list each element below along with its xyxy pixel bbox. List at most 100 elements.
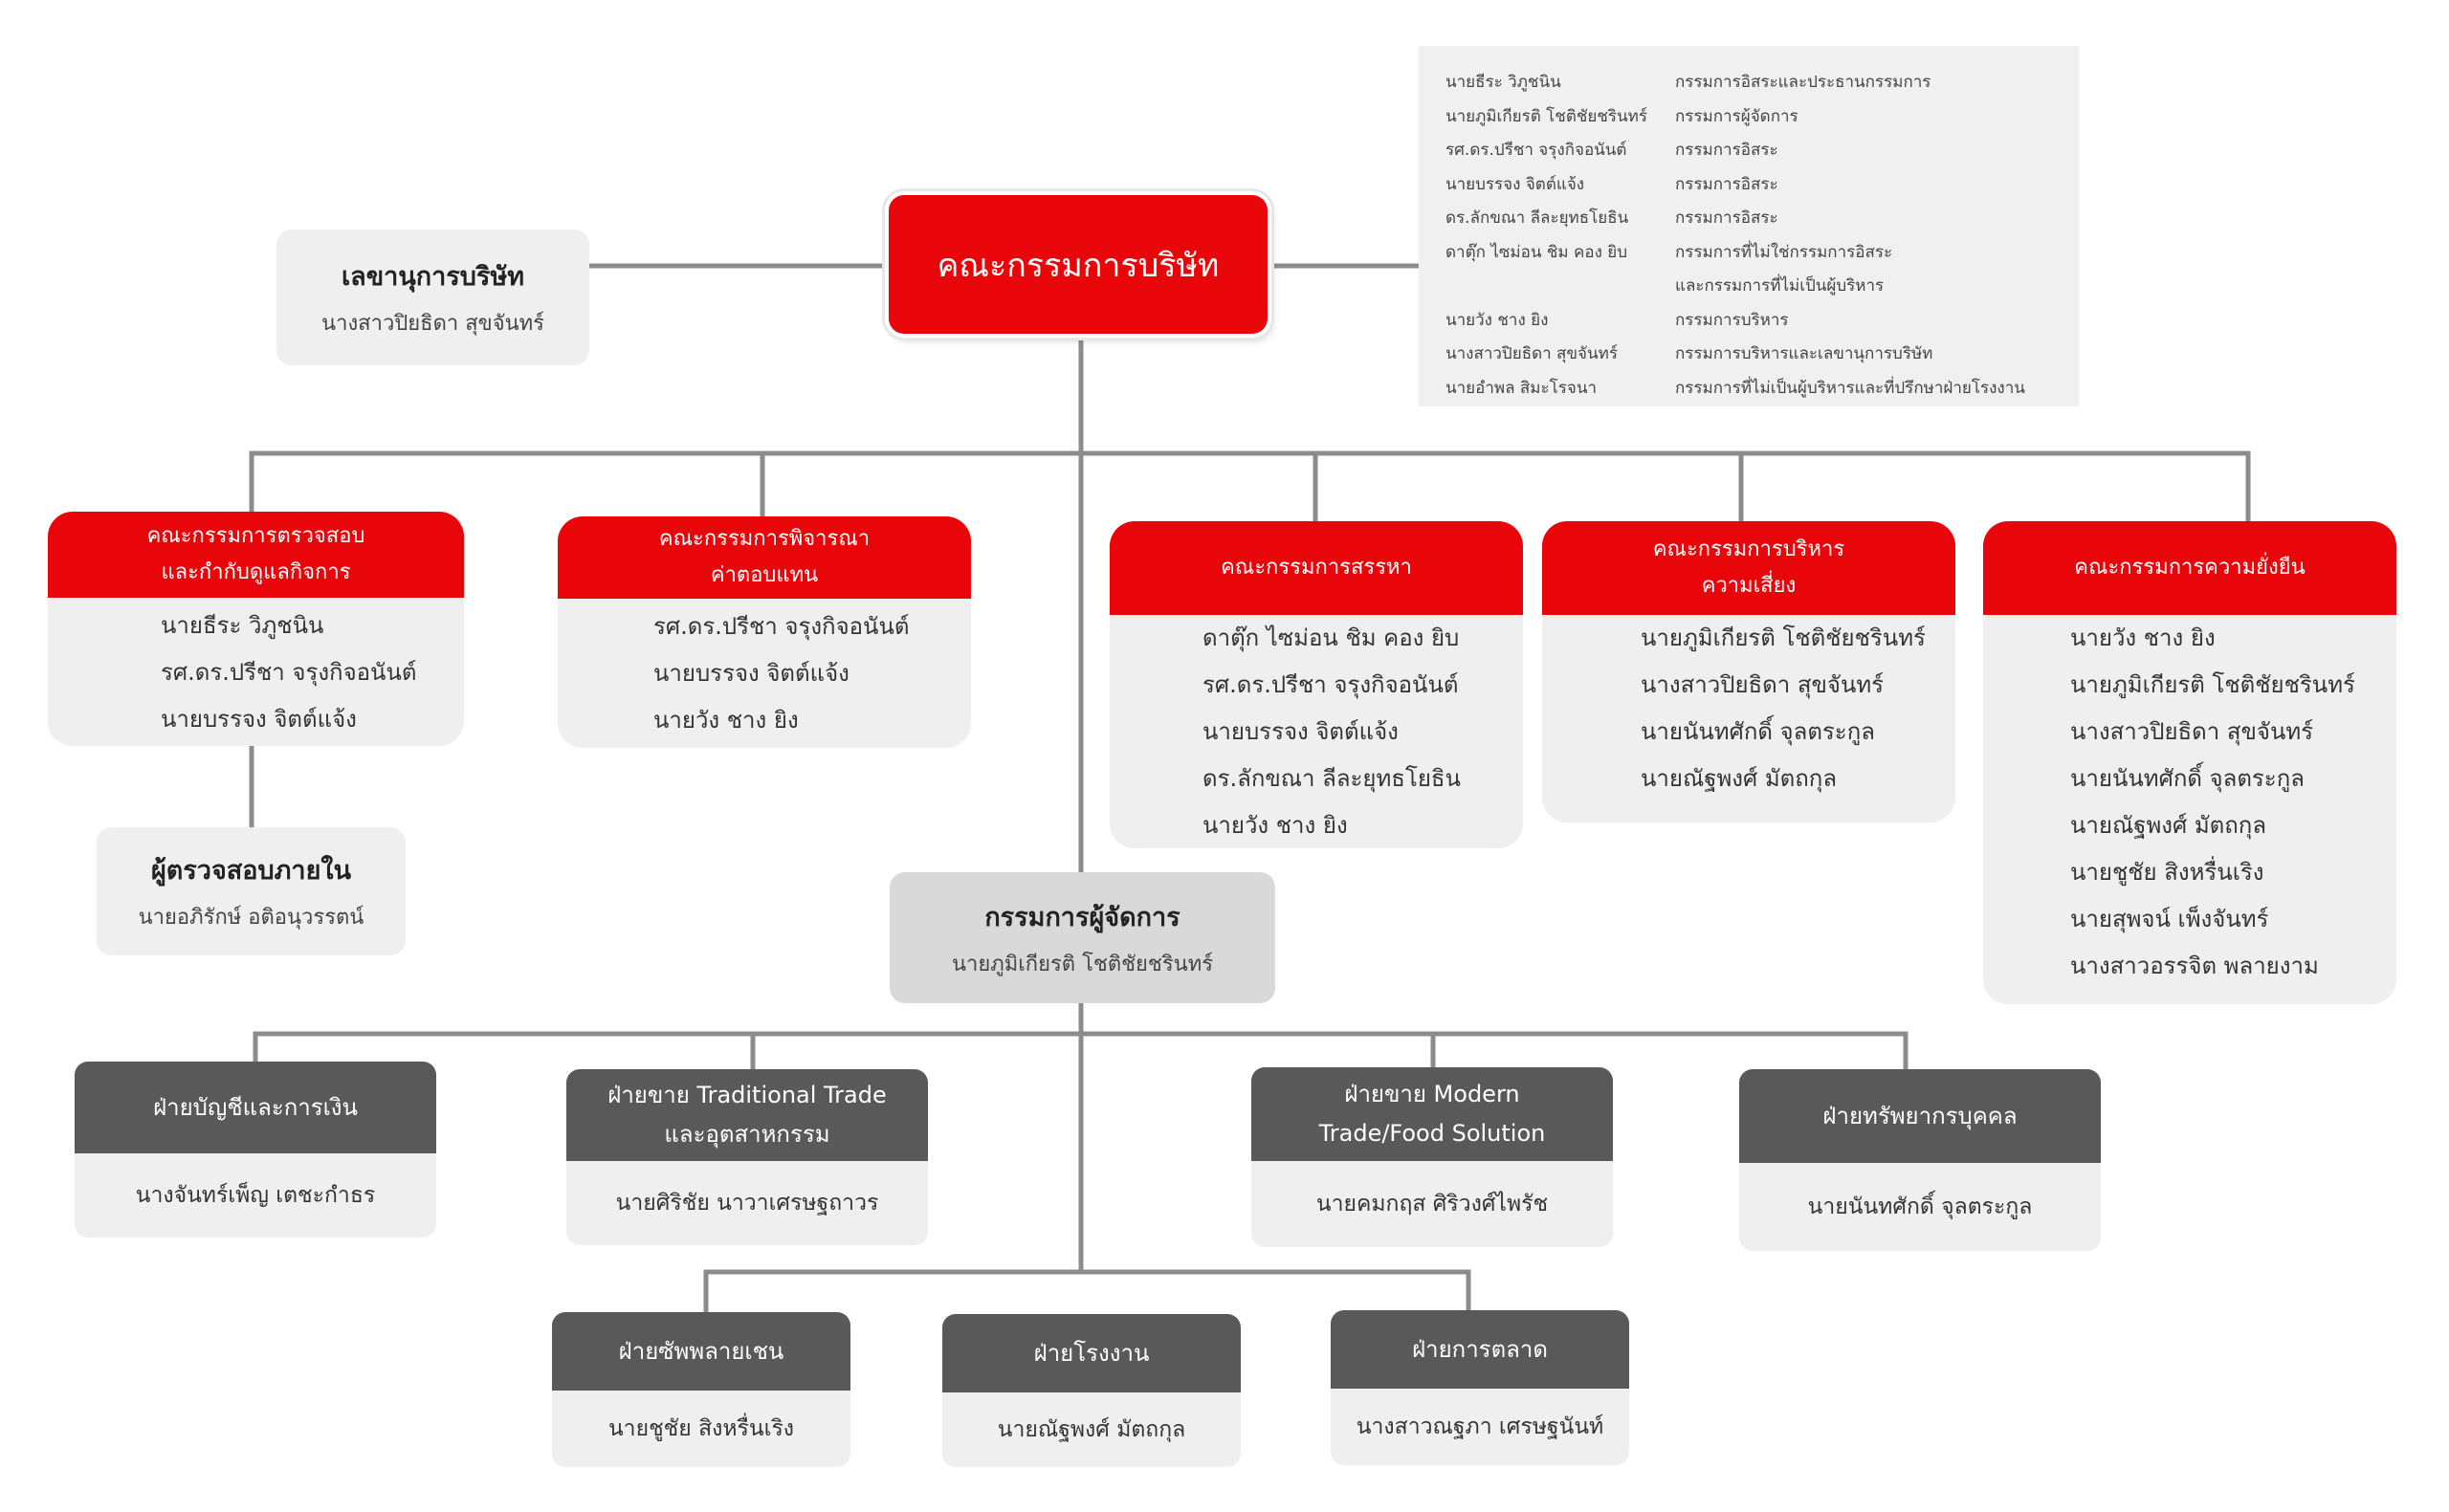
board-member-name: รศ.ดร.ปรีชา จรุงกิจอนันต์ (1445, 141, 1627, 161)
dept-header: ฝ่ายซัพพลายเชน (552, 1312, 850, 1391)
committee-member: นายวัง ชาง ยิง (1202, 812, 1348, 839)
board-member-name: นายบรรจง จิตต์แจ้ง (1445, 174, 1585, 194)
committee-member: นายณัฐพงศ์ มัตถกุล (1641, 765, 1838, 792)
committee-title-line: คณะกรรมการพิจารณา (658, 526, 871, 551)
dept-card-accounting-finance: ฝ่ายบัญชีและการเงิน นางจันทร์เพ็ญ เตชะกำ… (75, 1062, 436, 1238)
board-member-role: กรรมการบริหารและเลขานุการบริษัท (1675, 344, 1933, 364)
board-member-row: นายอำพล สิมะโรจนา กรรมการที่ไม่เป็นผู้บริ… (1445, 371, 2052, 405)
board-member-row: รศ.ดร.ปรีชา จรุงกิจอนันต์กรรมการอิสระ (1445, 133, 2052, 167)
managing-director-title: กรรมการผู้จัดการ (984, 902, 1180, 932)
board-member-role: กรรมการที่ไม่เป็นผู้บริหารและที่ปรึกษาฝ่… (1675, 378, 2025, 398)
dept-head: นายศิริชัย นาวาเศรษฐถาวร (615, 1191, 879, 1216)
board-member-row: และกรรมการที่ไม่เป็นผู้บริหาร (1445, 269, 2052, 303)
committee-member: นางสาวปิยธิดา สุขจันทร์ (1641, 671, 1885, 698)
board-member-role: กรรมการอิสระ (1675, 208, 1778, 229)
dept-header: ฝ่ายบัญชีและการเงิน (75, 1062, 436, 1153)
committee-member: นางสาวอรรจิต พลายงาม (2070, 953, 2319, 979)
committee-member: นายนันทศักดิ์ จุลตระกูล (2070, 765, 2305, 792)
internal-audit-box: ผู้ตรวจสอบภายใน นายอภิรักษ์ อติอนุวรรตน์ (97, 827, 406, 955)
committee-member: นายบรรจง จิตต์แจ้ง (653, 660, 849, 687)
committee-card-sustainability: คณะกรรมการความยั่งยืน นายวัง ชาง ยิง นาย… (1983, 521, 2396, 1004)
dept-card-marketing: ฝ่ายการตลาด นางสาวณฐภา เศรษฐนันท์ (1331, 1310, 1629, 1465)
dept-head: นายณัฐพงศ์ มัตถกุล (997, 1417, 1186, 1442)
board-member-name: ดาตุ๊ก ไซม่อน ชิม คอง ยิบ (1445, 242, 1628, 262)
committee-members: นายวัง ชาง ยิง นายภูมิเกียรติ โชติชัยชริ… (1983, 615, 2396, 990)
committee-title-line: และกำกับดูแลกิจการ (161, 560, 351, 584)
committee-card-risk-management: คณะกรรมการบริหาร ความเสี่ยง นายภูมิเกียร… (1542, 521, 1955, 822)
secretary-name: นางสาวปิยธิดา สุขจันทร์ (321, 312, 544, 336)
committee-member: นายณัฐพงศ์ มัตถกุล (2070, 812, 2267, 839)
committee-member: นายสุพจน์ เพ็งจันทร์ (2070, 906, 2269, 932)
board-member-list: นายธีระ วิภูชนิน กรรมการอิสระและประธานกรร… (1419, 46, 2079, 406)
committee-members: นายภูมิเกียรติ โชติชัยชรินทร์ นางสาวปิยธ… (1542, 615, 1955, 802)
dept-title-line: ฝ่ายโรงงาน (1033, 1339, 1150, 1367)
committee-members: รศ.ดร.ปรีชา จรุงกิจอนันต์ นายบรรจง จิตต์… (558, 599, 971, 744)
dept-title-line: ฝ่ายซัพพลายเชน (618, 1337, 784, 1365)
board-member-row: ดร.ลักขณา ลีละยุทธโยธิน กรรมการอิสระ (1445, 201, 2052, 235)
dept-title-line: และอุตสาหกรรม (664, 1121, 830, 1148)
committee-member: นายบรรจง จิตต์แจ้ง (161, 706, 357, 733)
managing-director-box: กรรมการผู้จัดการ นายภูมิเกียรติ โชติชัยช… (890, 872, 1275, 1003)
dept-head: นายนันทศักดิ์ จุลตระกูล (1807, 1194, 2033, 1219)
dept-title-line: ฝ่ายขาย Traditional Trade (607, 1082, 887, 1109)
dept-title-line: ฝ่ายทรัพยากรบุคคล (1822, 1102, 2018, 1129)
committee-card-nomination: คณะกรรมการสรรหา ดาตุ๊ก ไซม่อน ชิม คอง ยิ… (1110, 521, 1523, 848)
managing-director-name: นายภูมิเกียรติ โชติชัยชรินทร์ (951, 952, 1214, 976)
company-secretary-box: เลขานุการบริษัท นางสาวปิยธิดา สุขจันทร์ (276, 230, 589, 365)
board-member-role: กรรมการอิสระและประธานกรรมการ (1675, 73, 1931, 93)
dept-card-modern-trade: ฝ่ายขาย Modern Trade/Food Solution นายคม… (1251, 1067, 1613, 1247)
board-member-role: และกรรมการที่ไม่เป็นผู้บริหาร (1675, 276, 1885, 296)
committee-title-line: คณะกรรมการสรรหา (1221, 555, 1412, 580)
board-member-row: นายภูมิเกียรติ โชติชัยชรินทร์ กรรมการผู้จ… (1445, 99, 2052, 134)
board-member-role: กรรมการที่ไม่ใช่กรรมการอิสระ (1675, 242, 1893, 262)
dept-head: นายชูชัย สิงหรื่นเริง (607, 1416, 795, 1441)
committee-member: นายวัง ชาง ยิง (653, 707, 799, 734)
committee-title-line: คณะกรรมการบริหาร (1652, 537, 1845, 561)
dept-header: ฝ่ายขาย Traditional Trade และอุตสาหกรรม (566, 1069, 928, 1161)
committee-member: รศ.ดร.ปรีชา จรุงกิจอนันต์ (1202, 671, 1459, 698)
committee-member: นายบรรจง จิตต์แจ้ง (1202, 718, 1399, 745)
committee-member: นายภูมิเกียรติ โชติชัยชรินทร์ (1641, 625, 1926, 651)
board-member-name: นายภูมิเกียรติ โชติชัยชรินทร์ (1445, 106, 1648, 126)
board-member-row: นายวัง ชาง ยิง กรรมการบริหาร (1445, 303, 2052, 338)
committee-member: นางสาวปิยธิดา สุขจันทร์ (2070, 718, 2314, 745)
board-member-row: นางสาวปิยธิดา สุขจันทร์กรรมการบริหารและเ… (1445, 337, 2052, 371)
board-of-directors-box: คณะกรรมการบริษัท (889, 195, 1268, 334)
committee-members: นายธีระ วิภูชนิน รศ.ดร.ปรีชา จรุงกิจอนัน… (48, 598, 464, 743)
dept-title-line: Trade/Food Solution (1318, 1120, 1546, 1147)
committee-title-line: ค่าตอบแทน (710, 563, 819, 587)
board-member-name: นายอำพล สิมะโรจนา (1445, 378, 1598, 398)
dept-card-human-resources: ฝ่ายทรัพยากรบุคคล นายนันทศักดิ์ จุลตระกู… (1739, 1069, 2101, 1251)
board-member-role: กรรมการบริหาร (1675, 310, 1789, 330)
board-member-name: นายธีระ วิภูชนิน (1445, 73, 1561, 93)
board-member-name: นายวัง ชาง ยิง (1445, 310, 1549, 330)
dept-header: ฝ่ายทรัพยากรบุคคล (1739, 1069, 2101, 1163)
board-title: คณะกรรมการบริษัท (937, 246, 1220, 285)
board-member-name: ดร.ลักขณา ลีละยุทธโยธิน (1445, 208, 1629, 229)
committee-card-remuneration: คณะกรรมการพิจารณา ค่าตอบแทน รศ.ดร.ปรีชา … (558, 516, 971, 748)
committee-title-line: ความเสี่ยง (1701, 574, 1797, 598)
dept-header: ฝ่ายขาย Modern Trade/Food Solution (1251, 1067, 1613, 1161)
committee-member: นายภูมิเกียรติ โชติชัยชรินทร์ (2070, 671, 2355, 698)
committee-members: ดาตุ๊ก ไซม่อน ชิม คอง ยิบ รศ.ดร.ปรีชา จร… (1110, 615, 1523, 848)
committee-card-audit: คณะกรรมการตรวจสอบ และกำกับดูแลกิจการ นาย… (48, 512, 464, 746)
board-member-row: นายธีระ วิภูชนิน กรรมการอิสระและประธานกรร… (1445, 65, 2052, 99)
committee-title-line: คณะกรรมการความยั่งยืน (2074, 555, 2306, 580)
secretary-title: เลขานุการบริษัท (341, 262, 525, 292)
dept-title-line: ฝ่ายการตลาด (1412, 1335, 1548, 1363)
board-member-row: ดาตุ๊ก ไซม่อน ชิม คอง ยิบ กรรมการที่ไม่ใช… (1445, 235, 2052, 270)
dept-header: ฝ่ายการตลาด (1331, 1310, 1629, 1389)
board-member-role: กรรมการผู้จัดการ (1675, 106, 1798, 126)
dept-head: นางสาวณฐภา เศรษฐนันท์ (1356, 1414, 1604, 1439)
dept-card-traditional-trade: ฝ่ายขาย Traditional Trade และอุตสาหกรรม … (566, 1069, 928, 1245)
dept-header: ฝ่ายโรงงาน (942, 1314, 1241, 1392)
committee-member: รศ.ดร.ปรีชา จรุงกิจอนันต์ (161, 659, 417, 686)
committee-member: นายชูชัย สิงหรื่นเริง (2070, 859, 2264, 886)
dept-head: นางจันทร์เพ็ญ เตชะกำธร (135, 1183, 376, 1208)
dept-card-factory: ฝ่ายโรงงาน นายณัฐพงศ์ มัตถกุล (942, 1314, 1241, 1467)
committee-header: คณะกรรมการตรวจสอบ และกำกับดูแลกิจการ (48, 512, 464, 598)
committee-header: คณะกรรมการบริหาร ความเสี่ยง (1542, 521, 1955, 615)
dept-title-line: ฝ่ายขาย Modern (1344, 1081, 1520, 1108)
committee-member: ดาตุ๊ก ไซม่อน ชิม คอง ยิบ (1202, 625, 1460, 651)
